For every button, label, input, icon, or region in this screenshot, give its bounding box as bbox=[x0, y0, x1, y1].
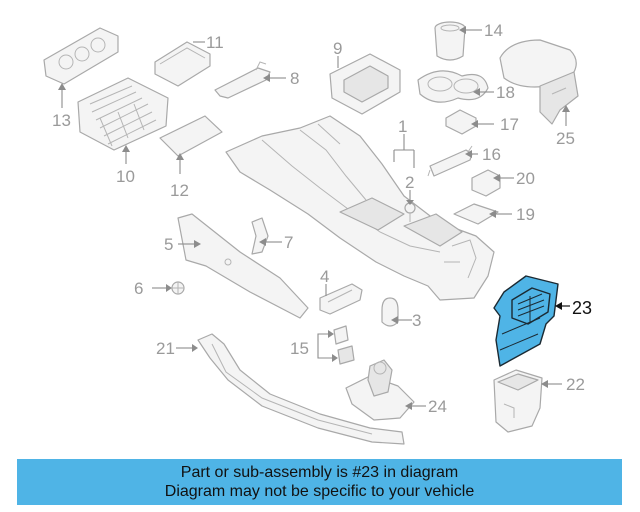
banner-line-part: Part or sub-assembly is #23 in diagram bbox=[180, 464, 459, 481]
callout-1: 1 bbox=[398, 117, 407, 136]
part-1-console bbox=[225, 115, 495, 301]
part-12-pad bbox=[159, 115, 223, 157]
callout-23: 23 bbox=[572, 298, 592, 318]
part-19-pad bbox=[453, 203, 499, 225]
callout-17: 17 bbox=[500, 115, 519, 134]
info-banner: Part or sub-assembly is #23 in diagram D… bbox=[17, 459, 622, 505]
part-18-cupholder bbox=[417, 70, 489, 103]
part-9-surround bbox=[329, 53, 401, 115]
callout-2: 2 bbox=[405, 173, 414, 192]
part-8-bracket bbox=[214, 61, 271, 99]
part-10-grille bbox=[77, 77, 169, 151]
callout-7: 7 bbox=[284, 233, 293, 252]
part-7-clip bbox=[251, 217, 269, 255]
part-2-screw bbox=[404, 202, 416, 222]
callout-18: 18 bbox=[496, 83, 515, 102]
part-20-bracket bbox=[471, 169, 501, 197]
callout-16: 16 bbox=[482, 145, 501, 164]
part-21-strip bbox=[197, 333, 405, 445]
callout-12: 12 bbox=[170, 181, 189, 200]
callout-5: 5 bbox=[164, 235, 173, 254]
callout-13: 13 bbox=[52, 111, 71, 130]
parts-diagram: 13 11 10 8 12 9 14 bbox=[43, 21, 592, 445]
part-17-clip bbox=[445, 109, 477, 135]
callout-24: 24 bbox=[428, 397, 447, 416]
callout-10: 10 bbox=[116, 167, 135, 186]
part-24-shifter bbox=[345, 359, 415, 421]
callout-6: 6 bbox=[134, 279, 143, 298]
callout-9: 9 bbox=[333, 39, 342, 58]
part-16-bar bbox=[427, 145, 473, 177]
part-14-cup bbox=[434, 21, 466, 61]
callout-25: 25 bbox=[556, 129, 575, 148]
callout-11: 11 bbox=[206, 33, 224, 52]
part-6-bolt bbox=[171, 281, 185, 295]
callout-19: 19 bbox=[516, 205, 535, 224]
part-22-bin bbox=[493, 369, 543, 433]
callout-21: 21 bbox=[156, 339, 175, 358]
callout-22: 22 bbox=[566, 375, 585, 394]
callout-14: 14 bbox=[484, 21, 503, 40]
part-23-rear-vent-panel bbox=[493, 275, 559, 367]
callout-15: 15 bbox=[290, 339, 309, 358]
banner-line-disclaimer: Diagram may not be specific to your vehi… bbox=[164, 483, 475, 500]
part-11-tray bbox=[154, 41, 211, 87]
part-5-side-panel bbox=[177, 213, 309, 319]
part-13-bezel bbox=[43, 27, 119, 85]
part-4-bracket bbox=[319, 283, 363, 315]
callout-20: 20 bbox=[516, 169, 535, 188]
callout-3: 3 bbox=[412, 311, 421, 330]
part-15-connectors bbox=[333, 325, 355, 365]
callout-8: 8 bbox=[290, 69, 299, 88]
callout-4: 4 bbox=[320, 267, 329, 286]
part-25-armrest bbox=[499, 39, 579, 125]
